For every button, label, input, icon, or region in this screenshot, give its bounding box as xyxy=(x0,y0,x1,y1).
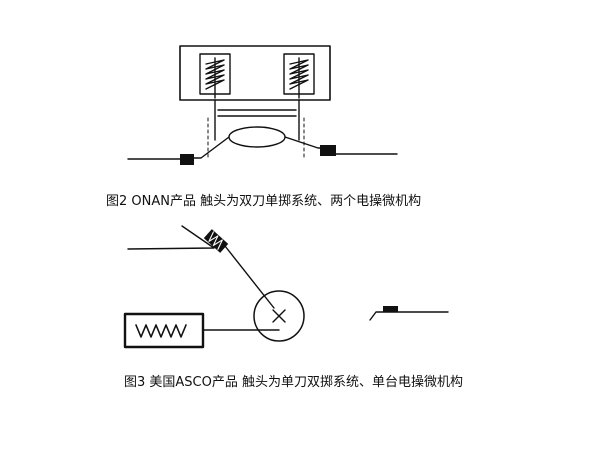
spring-operator-frame xyxy=(123,312,205,349)
lower-contact-block xyxy=(383,306,398,312)
right-upper-contact xyxy=(320,145,336,150)
figure-2-drawing xyxy=(127,45,398,165)
spring-operator xyxy=(123,312,205,349)
upper-fixed-contact xyxy=(203,229,229,253)
lower-fixed-contact xyxy=(369,306,449,321)
fixed-contacts xyxy=(180,145,336,165)
pivot-circle xyxy=(253,290,305,342)
busbars xyxy=(127,153,398,160)
pivot-cross xyxy=(272,309,286,323)
lower-contact-bar xyxy=(369,311,449,321)
contact-ring xyxy=(228,126,286,148)
left-solenoid-coil xyxy=(205,59,225,90)
operator-housing xyxy=(179,45,331,101)
moving-contact-arm xyxy=(224,245,275,309)
left-lower-contact xyxy=(180,159,194,165)
upper-contact-blade xyxy=(127,225,215,250)
figure-3-caption: 图3 美国ASCO产品 触头为单刀双掷系统、单台电操微机构 xyxy=(124,375,463,390)
spring-coil xyxy=(135,324,187,338)
solid-linkage xyxy=(214,99,300,141)
dashed-guides xyxy=(207,117,305,159)
right-lower-contact xyxy=(320,150,336,156)
figure-2-caption: 图2 ONAN产品 触头为双刀单掷系统、两个电操微机构 xyxy=(106,194,422,209)
upper-contact-spring xyxy=(208,231,223,250)
figure-3-drawing xyxy=(123,225,449,349)
left-upper-contact xyxy=(180,154,194,159)
pivot-cross-line xyxy=(272,309,286,323)
right-solenoid xyxy=(283,53,315,99)
left-solenoid xyxy=(199,53,231,99)
right-solenoid-coil xyxy=(289,59,309,90)
